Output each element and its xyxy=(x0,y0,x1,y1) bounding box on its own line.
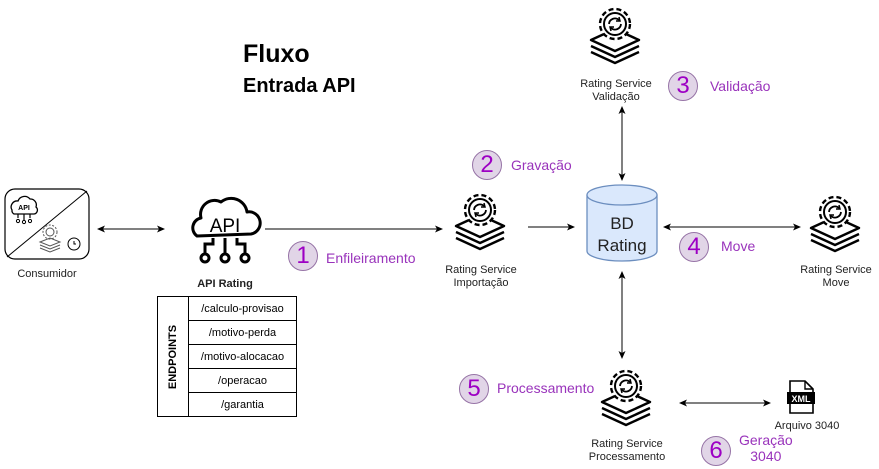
xml-file-node[interactable]: XML Arquivo 3040 xyxy=(775,380,839,432)
api-service-composite-icon: API xyxy=(4,188,90,260)
step-2: 2 Gravação xyxy=(472,150,572,180)
step-4: 4 Move xyxy=(679,232,755,262)
endpoint-item: /motivo-perda xyxy=(188,320,297,345)
step-number-badge: 6 xyxy=(701,436,731,466)
diagram-title: Fluxo xyxy=(243,40,310,68)
api-rating-label: API Rating xyxy=(197,278,253,290)
database-cylinder-icon xyxy=(586,184,658,262)
endpoint-row: ENDPOINTS /calculo-provisao xyxy=(157,296,297,417)
svg-text:API: API xyxy=(210,216,241,237)
step-label: Gravação xyxy=(511,157,572,173)
api-cloud-icon: API xyxy=(191,196,262,264)
endpoint-item: /garantia xyxy=(188,392,297,417)
step-number-badge: 2 xyxy=(472,150,502,180)
api-rating-node[interactable]: API API Rating xyxy=(185,188,265,290)
diagram-subtitle: Entrada API xyxy=(243,75,356,97)
endpoints-table: ENDPOINTS /calculo-provisao /motivo-perd… xyxy=(157,296,297,417)
svg-text:XML: XML xyxy=(792,394,812,404)
endpoint-item: /motivo-alocacao xyxy=(188,344,297,369)
step-label: Enfileiramento xyxy=(326,250,416,266)
endpoint-row: /garantia xyxy=(158,392,297,417)
step-number-badge: 3 xyxy=(668,71,698,101)
xml-file-label: Arquivo 3040 xyxy=(774,420,840,432)
step-number-badge: 4 xyxy=(679,232,709,262)
step-label: Validação xyxy=(710,78,771,94)
endpoint-item: /calculo-provisao xyxy=(188,296,297,321)
consumer-node[interactable]: API Consumidor xyxy=(4,188,90,280)
consumer-label: Consumidor xyxy=(17,268,77,280)
xml-file-icon: XML xyxy=(787,380,815,414)
step-label: Move xyxy=(721,238,756,254)
step-label: Processamento xyxy=(497,380,595,396)
endpoint-item: /operacao xyxy=(188,368,297,393)
step-5: 5 Processamento xyxy=(459,374,594,404)
step-number-badge: 1 xyxy=(288,241,318,271)
svg-text:API: API xyxy=(18,205,30,212)
service-gear-stack-icon xyxy=(600,369,652,427)
step-number-badge: 5 xyxy=(459,374,489,404)
service-gear-stack-icon xyxy=(454,193,506,251)
step-3: 3 Validação xyxy=(668,71,770,101)
step-1: 1 Enfileiramento xyxy=(288,241,416,271)
service-gear-stack-icon xyxy=(589,7,641,65)
service-gear-stack-icon xyxy=(809,195,861,253)
endpoints-header: ENDPOINTS xyxy=(157,296,189,417)
